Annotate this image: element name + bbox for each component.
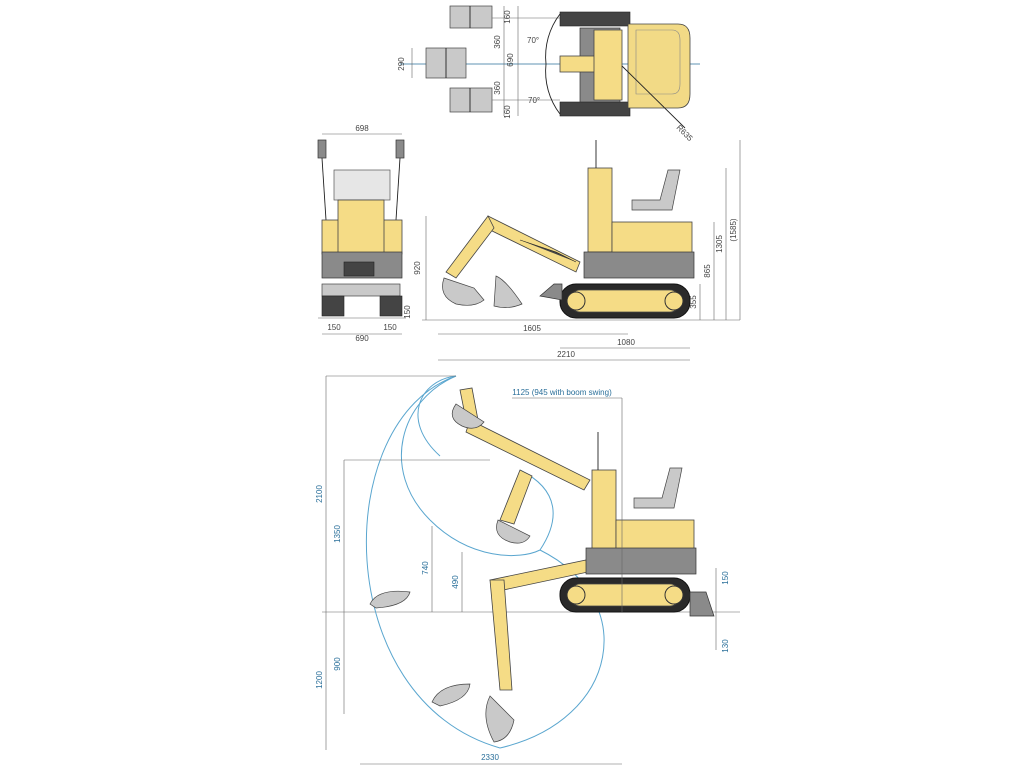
dim-1200: 1200 — [315, 671, 324, 689]
dim-130: 130 — [721, 639, 730, 653]
blade — [689, 591, 715, 617]
dim-150-blade: 150 — [721, 571, 730, 585]
dim-1585: (1585) — [729, 218, 738, 241]
dim-920: 920 — [413, 261, 422, 275]
dim-2330: 2330 — [481, 753, 499, 762]
front-track-right — [379, 295, 403, 317]
dim-150-height: 150 — [403, 305, 412, 319]
dim-2210: 2210 — [557, 350, 575, 359]
dim-865: 865 — [703, 264, 712, 278]
engine-hood — [627, 23, 691, 109]
dim-1080: 1080 — [617, 338, 635, 347]
reach-arc-outer — [366, 375, 501, 749]
side-body — [583, 251, 695, 279]
bucket-raised — [451, 403, 485, 429]
dim-490: 490 — [451, 575, 460, 589]
dim-2100: 2100 — [315, 485, 324, 503]
front-blade — [321, 283, 401, 297]
top-view: 160 360 690 360 160 290 70° 70° R635 — [397, 5, 700, 143]
dim-1305: 1305 — [715, 235, 724, 253]
dim-355: 355 — [689, 295, 698, 309]
side-bucket — [442, 277, 485, 306]
bucket-lowered — [485, 695, 515, 743]
side-arm — [445, 215, 495, 279]
swing-arc-top — [545, 13, 561, 65]
side-boom — [485, 215, 581, 273]
dim-150-left: 150 — [327, 323, 341, 332]
radius-line — [621, 65, 686, 129]
dim-1350: 1350 — [333, 525, 342, 543]
seat — [633, 467, 683, 509]
bucket-bottom — [449, 87, 493, 113]
seat — [333, 169, 391, 201]
angle-bottom-label: 70° — [528, 96, 540, 105]
side-bucket-2 — [493, 275, 523, 308]
track-bottom — [559, 101, 631, 117]
body — [585, 547, 697, 575]
dim-160-top: 160 — [503, 10, 512, 24]
bucket-dig — [431, 683, 471, 707]
reach-arc-inner — [400, 375, 457, 521]
side-seat — [631, 169, 681, 211]
bucket-top — [449, 5, 493, 29]
track-top — [559, 11, 631, 27]
mirror-right — [395, 139, 405, 159]
swing-arc-bottom — [545, 63, 561, 115]
dim-150-right: 150 — [383, 323, 397, 332]
swing-note: 1125 (945 with boom swing) — [512, 388, 612, 397]
bucket-ground — [369, 590, 411, 609]
dim-690-front: 690 — [355, 334, 369, 343]
radius-label: R635 — [675, 123, 695, 143]
dim-900: 900 — [333, 657, 342, 671]
side-blade — [539, 283, 563, 301]
dim-690: 690 — [506, 53, 515, 67]
dim-740: 740 — [421, 561, 430, 575]
side-control-tower — [587, 167, 613, 253]
arm-lowered — [489, 579, 513, 691]
side-view: 920 355 865 1305 (1585) 1605 1080 2210 — [413, 140, 741, 361]
dim-360-top: 360 — [493, 35, 502, 49]
cab-frame — [593, 29, 623, 101]
front-boom — [337, 199, 385, 261]
dim-290: 290 — [397, 57, 406, 71]
dim-360-bottom: 360 — [493, 81, 502, 95]
dim-698: 698 — [355, 124, 369, 133]
tower — [591, 469, 617, 551]
dim-160-bottom: 160 — [503, 105, 512, 119]
angle-top-label: 70° — [527, 36, 539, 45]
front-track-left — [321, 295, 345, 317]
working-range-view: 1125 (945 with boom swing) 2100 1350 740… — [315, 375, 740, 765]
bucket-middle — [425, 47, 467, 79]
dim-1605: 1605 — [523, 324, 541, 333]
front-view: 698 150 150 690 150 — [317, 124, 412, 343]
mirror-left — [317, 139, 327, 159]
